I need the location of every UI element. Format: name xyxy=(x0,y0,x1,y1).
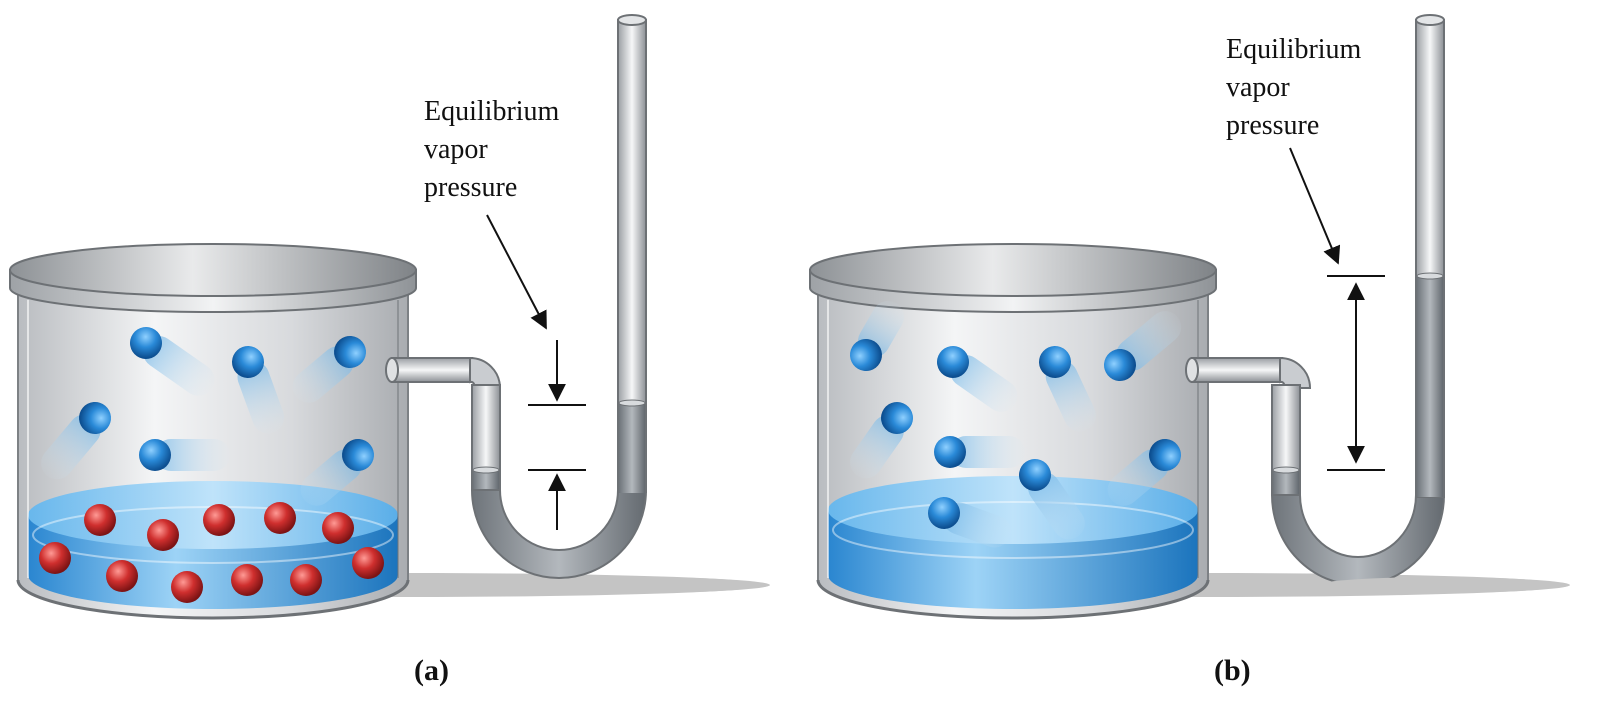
vapor-molecule-group xyxy=(850,300,904,371)
solute-particle xyxy=(106,560,138,592)
fluid-right-leg xyxy=(1417,276,1443,497)
panel-b: Equilibrium vapor pressure (b) xyxy=(809,14,1570,687)
vapor-molecule xyxy=(79,402,111,434)
beaker-lid xyxy=(809,243,1217,297)
panel-a: Equilibrium vapor pressure (a) xyxy=(9,14,770,687)
vapor-molecule xyxy=(232,346,264,378)
solute-particle xyxy=(84,504,116,536)
vapor-molecule-group xyxy=(139,439,230,471)
beaker-lid xyxy=(9,243,417,297)
vapor-molecule-group xyxy=(300,439,374,506)
solute-particle xyxy=(264,502,296,534)
motion-trail xyxy=(1045,360,1096,432)
vapor-molecule-group xyxy=(41,402,111,480)
solute-particle xyxy=(352,547,384,579)
annotation-b-line-2: vapor xyxy=(1226,72,1290,103)
vapor-molecules-b xyxy=(850,300,1182,548)
motion-trail xyxy=(143,336,215,396)
solute-particles-a xyxy=(39,502,384,603)
vapor-molecule xyxy=(934,436,966,468)
vapor-molecule xyxy=(937,346,969,378)
pressure-indicator-b xyxy=(1289,147,1385,471)
solute-particle xyxy=(171,571,203,603)
vapor-molecule xyxy=(1104,349,1136,381)
vapor-molecule xyxy=(928,497,960,529)
annotation-b: Equilibrium vapor pressure xyxy=(1226,34,1368,141)
solute-particle xyxy=(147,519,179,551)
manometer-b xyxy=(1185,14,1560,593)
vapor-molecule xyxy=(342,439,374,471)
vapor-molecules-a xyxy=(41,327,374,506)
vapor-molecule xyxy=(334,336,366,368)
annotation-a-line-2: vapor xyxy=(424,134,488,165)
annotation-a-line-3: pressure xyxy=(424,172,517,203)
pressure-indicator-a xyxy=(486,214,586,530)
vapor-molecule xyxy=(139,439,171,471)
solute-particle xyxy=(203,504,235,536)
annotation-pointer xyxy=(486,214,547,330)
solute-particle xyxy=(290,564,322,596)
manometer-a xyxy=(385,14,760,593)
solute-particle xyxy=(39,542,71,574)
vapor-molecule xyxy=(1149,439,1181,471)
panel-label-a: (a) xyxy=(414,654,449,687)
vapor-molecule-group xyxy=(1107,439,1181,506)
vapor-molecule-group xyxy=(1039,346,1096,432)
vapor-molecule xyxy=(1039,346,1071,378)
vapor-molecule-group xyxy=(1019,459,1085,540)
annotation-a: Equilibrium vapor pressure xyxy=(424,96,566,203)
solute-particle xyxy=(231,564,263,596)
liquid-surface xyxy=(828,476,1198,544)
vapor-molecule-group xyxy=(292,336,366,403)
annotation-a-line-1: Equilibrium xyxy=(424,96,560,127)
vapor-molecule xyxy=(130,327,162,359)
fluid-right-leg xyxy=(619,403,645,493)
vapor-molecule xyxy=(1019,459,1051,491)
motion-trail xyxy=(950,436,1025,468)
vapor-molecule xyxy=(881,402,913,434)
vapor-molecule-group xyxy=(232,346,285,434)
annotation-pointer xyxy=(1289,147,1341,265)
vapor-molecule xyxy=(850,339,882,371)
vapor-molecule-group xyxy=(1104,311,1182,381)
vapor-molecule-group xyxy=(934,436,1025,468)
panel-label-b: (b) xyxy=(1214,654,1251,687)
motion-trail xyxy=(155,439,230,471)
annotation-b-line-1: Equilibrium xyxy=(1226,34,1362,65)
vapor-molecule-group xyxy=(937,346,1018,412)
vapor-molecule-group xyxy=(928,497,1011,548)
solute-particle xyxy=(322,512,354,544)
vapor-molecule-group xyxy=(850,402,913,479)
vapor-molecule-group xyxy=(130,327,215,396)
fluid-left-leg xyxy=(1273,470,1299,498)
annotation-b-line-3: pressure xyxy=(1226,110,1319,141)
motion-trail xyxy=(237,361,285,434)
